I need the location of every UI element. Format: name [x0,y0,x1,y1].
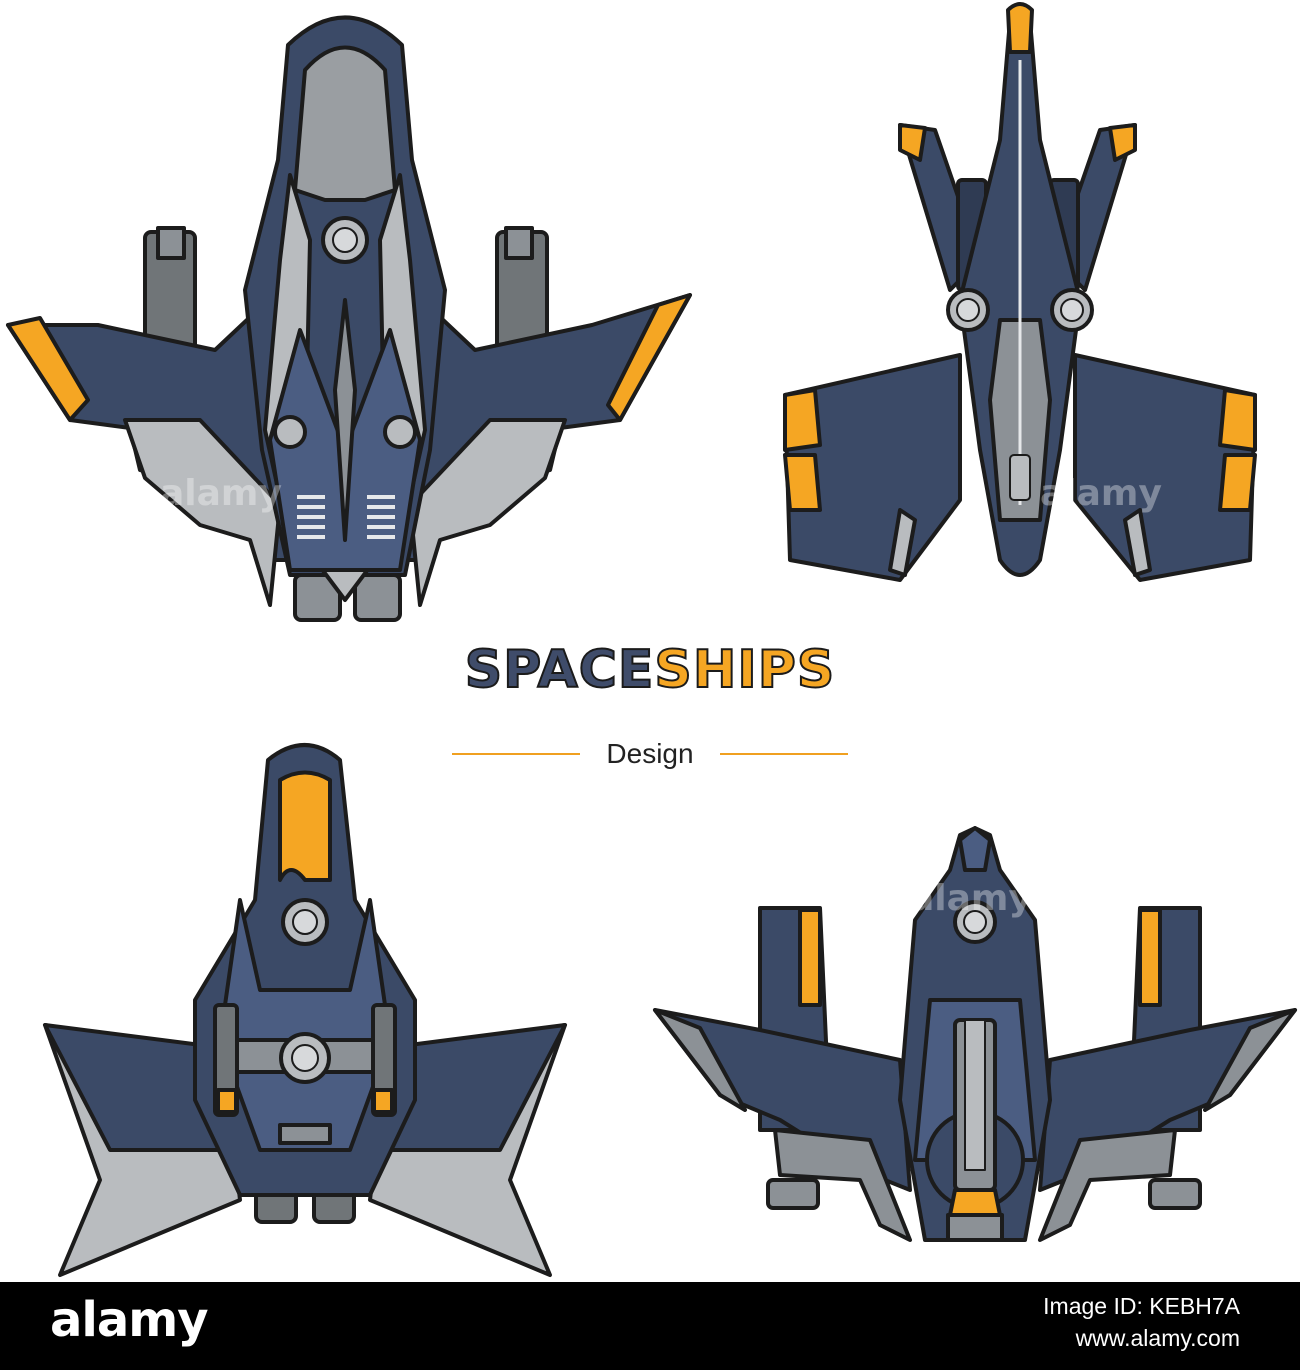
alamy-logo: alamy [50,1292,209,1348]
watermark: alamy [910,878,1032,919]
spaceship-3 [43,743,567,1277]
subtitle-row: Design [0,734,1300,774]
image-id-text: Image ID: KEBH7A [1043,1293,1240,1319]
spaceship-4 [653,826,1297,1242]
spaceships-illustration: alamy alamy alamy [6,2,1297,1277]
title-part-space: SPACE [464,639,655,701]
subtitle: Design [606,738,694,769]
heading: SPACESHIPS [0,639,1300,701]
image-credit: Image ID: KEBH7A www.alamy.com [1043,1290,1240,1354]
spaceship-2 [783,2,1257,582]
watermark: alamy [1040,473,1162,514]
watermark: alamy [160,473,282,514]
stock-footer-bar: alamy Image ID: KEBH7A www.alamy.com [0,1282,1300,1370]
spaceship-1 [6,15,692,622]
site-url-text: www.alamy.com [1075,1325,1240,1351]
title-part-ships: SHIPS [653,639,836,701]
divider-left [452,753,581,755]
divider-right [719,753,848,755]
page-title: SPACESHIPS [0,639,1300,701]
